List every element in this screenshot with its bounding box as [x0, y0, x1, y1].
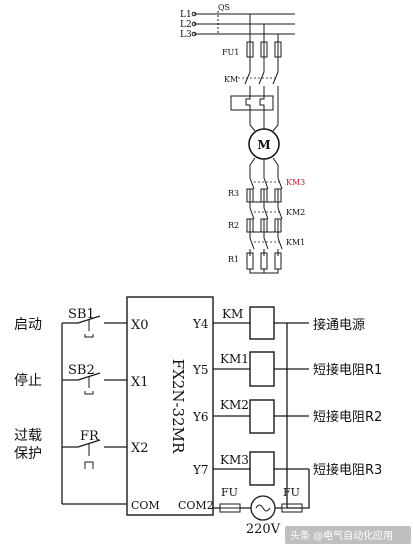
terminal-x1: X1 [131, 375, 149, 390]
watermark-text: 头条 @电气自动化应用 [290, 529, 393, 542]
terminal-x0: X0 [131, 318, 149, 333]
terminal-l1 [191, 11, 197, 17]
ac-source-icon [250, 495, 276, 521]
terminal-y4: Y4 [192, 317, 209, 331]
qs-label: QS [218, 3, 230, 12]
star-point [249, 269, 279, 274]
terminal-com: COM [131, 499, 160, 512]
input-label-overload-1: 过载 [14, 428, 42, 444]
coil-km2 [249, 399, 275, 434]
thermal-element-1 [245, 96, 251, 110]
motor-label: M [257, 138, 270, 152]
supply-voltage: 220V [246, 522, 281, 537]
coil-label-km: KM [222, 307, 243, 321]
fuse-right-label: FU [283, 486, 300, 499]
coil-km1 [249, 351, 275, 387]
plc-model: FX2N-32MR [169, 359, 187, 454]
input-label-overload-2: 保护 [14, 446, 42, 462]
terminal-l2 [191, 21, 197, 27]
switch-fr-thermal [84, 443, 94, 469]
terminal-l3 [191, 31, 197, 37]
terminal-y7: Y7 [192, 463, 209, 477]
coil-label-km3: KM3 [220, 453, 249, 467]
switch-sb2-actuator [84, 376, 94, 395]
plc-box [126, 296, 214, 516]
output-desc-y6: 短接电阻R2 [313, 409, 382, 425]
coil-label-km1: KM1 [220, 352, 249, 366]
sine-wave-icon [255, 504, 271, 512]
coil-km3 [249, 451, 275, 486]
switch-label-fr: FR [80, 429, 100, 444]
switch-label-sb2: SB2 [68, 363, 95, 378]
phase-label-l1: L1 [180, 10, 192, 20]
terminal-com2: COM2 [178, 499, 214, 512]
km3-contacts: KM3 [249, 177, 305, 190]
thermal-relay [230, 95, 274, 111]
coil-km [249, 306, 275, 340]
km2-contacts: KM2 [249, 207, 305, 220]
km3-label: KM3 [286, 178, 305, 187]
input-label-start: 启动 [14, 317, 42, 333]
output-desc-y7: 短接电阻R3 [313, 462, 382, 478]
thermal-element-2 [259, 96, 265, 110]
fu1-label: FU1 [222, 48, 239, 57]
km-contact-label: KM [224, 75, 238, 84]
r1-label: R1 [228, 255, 239, 264]
terminal-x2: X2 [131, 441, 149, 456]
control-circuit: FX2N-32MR 启动 SB1 X0 停止 SB2 X1 过载 保护 FR X… [14, 296, 382, 537]
power-circuit: L1 L2 L3 QS FU1 KM [180, 3, 305, 274]
phase-label-l3: L3 [180, 30, 192, 40]
km1-label: KM1 [286, 238, 305, 247]
km1-contacts: KM1 [249, 237, 305, 250]
supply-wire [213, 469, 310, 509]
terminal-y5: Y5 [192, 363, 209, 377]
km-contact-2 [258, 71, 265, 85]
coil-label-km2: KM2 [220, 398, 249, 412]
input-label-stop: 停止 [14, 372, 42, 389]
terminal-y6: Y6 [192, 410, 209, 424]
r2-label: R2 [228, 221, 239, 230]
output-desc-y4: 接通电源 [313, 317, 365, 333]
r3-label: R3 [228, 189, 239, 198]
fuse-left-label: FU [221, 486, 238, 499]
phase-label-l2: L2 [180, 20, 192, 30]
watermark: 头条 @电气自动化应用 [285, 526, 411, 544]
switch-label-sb1: SB1 [68, 307, 95, 322]
km2-label: KM2 [286, 208, 305, 217]
output-desc-y5: 短接电阻R1 [313, 362, 382, 378]
switch-sb1-actuator [84, 319, 94, 338]
